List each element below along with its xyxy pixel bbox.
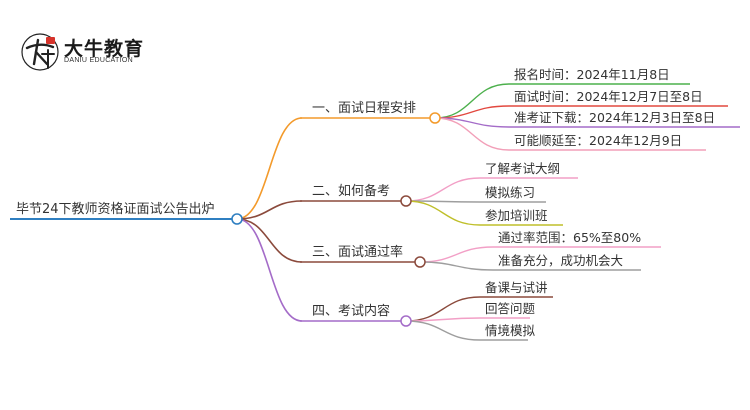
connector-line xyxy=(236,117,303,220)
leaf-label: 准考证下载：2024年12月3日至8日 xyxy=(514,110,715,125)
branch-label: 一、面试日程安排 xyxy=(312,101,416,116)
root-collapse-toggle[interactable] xyxy=(231,213,243,225)
leaf-label: 情境模拟 xyxy=(485,323,536,338)
leaf-label: 了解考试大纲 xyxy=(485,161,560,176)
leaf-label: 准备充分，成功机会大 xyxy=(498,253,623,268)
connector-line xyxy=(419,261,494,271)
connector-line xyxy=(405,296,481,322)
branch-label: 三、面试通过率 xyxy=(312,244,403,260)
leaf-label: 报名时间：2024年11月8日 xyxy=(514,67,670,82)
connector-line xyxy=(236,218,303,263)
niu-logo-icon xyxy=(21,33,59,71)
connector-line xyxy=(419,246,494,263)
branch-collapse-toggle[interactable] xyxy=(400,315,412,327)
leaf-label: 模拟练习 xyxy=(485,185,535,200)
connector-line xyxy=(405,177,481,202)
connector-line xyxy=(236,218,303,322)
logo: 大牛教育 DANIU EDUCATION xyxy=(20,32,170,72)
leaf-label: 通过率范围：65%至80% xyxy=(498,230,641,245)
branch-label: 四、考试内容 xyxy=(312,303,390,319)
branch-collapse-toggle[interactable] xyxy=(429,112,441,124)
connector-line xyxy=(434,117,510,151)
leaf-label: 参加培训班 xyxy=(485,208,548,223)
leaf-label: 备课与试讲 xyxy=(485,280,548,295)
root-node-label: 毕节24下教师资格证面试公告出炉 xyxy=(16,201,215,217)
branch-label: 二、如何备考 xyxy=(312,183,390,199)
leaf-label: 面试时间：2024年12月7日至8日 xyxy=(514,89,703,104)
connector-line xyxy=(434,83,510,119)
connector-line xyxy=(405,200,481,226)
connector-line xyxy=(236,200,303,220)
leaf-label: 可能顺延至：2024年12月9日 xyxy=(514,133,682,148)
logo-subtitle: DANIU EDUCATION xyxy=(64,57,133,64)
logo-name: 大牛教育 xyxy=(64,38,145,60)
connector-line xyxy=(405,320,481,341)
branch-collapse-toggle[interactable] xyxy=(414,256,426,268)
branch-collapse-toggle[interactable] xyxy=(400,195,412,207)
leaf-label: 回答问题 xyxy=(485,301,536,316)
